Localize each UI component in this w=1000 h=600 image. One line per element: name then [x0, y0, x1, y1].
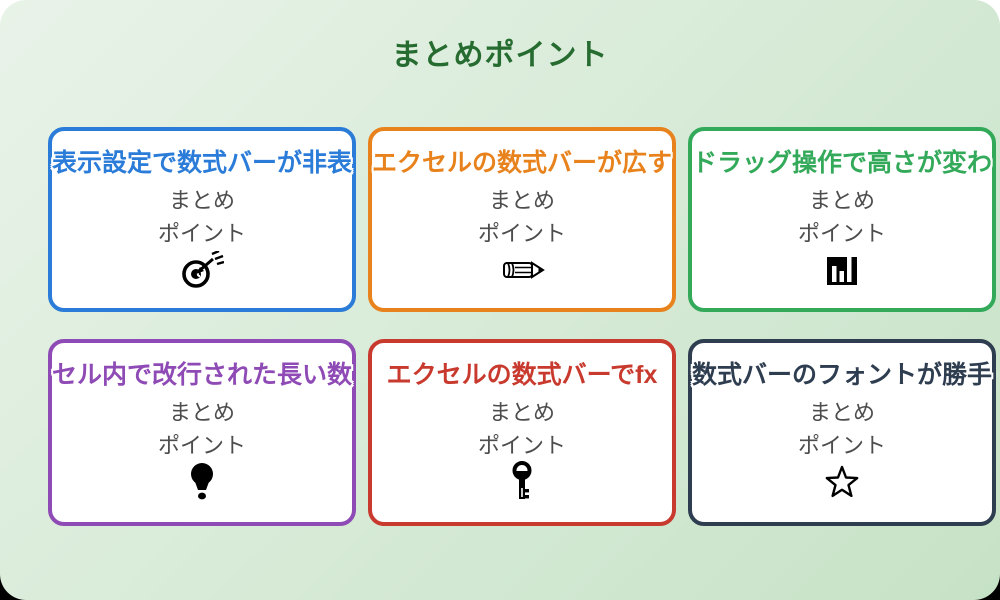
target-dart-icon: [52, 251, 352, 289]
summary-card-5: エクセルの数式バーでfx まとめ ポイント: [368, 339, 677, 526]
summary-card-1: 表示設定で数式バーが非表 まとめ ポイント: [48, 127, 357, 312]
card-body-line: ポイント: [798, 433, 887, 458]
card-body-line: まとめ: [809, 400, 876, 425]
pencil-icon: [372, 251, 672, 289]
card-title-row: セル内で改行された長い数: [52, 355, 352, 391]
summary-card-4: セル内で改行された長い数 まとめ ポイント: [48, 339, 357, 526]
card-title: ドラッグ操作で高さが変わ: [692, 149, 993, 177]
card-body-line: まとめ: [169, 400, 236, 425]
key-icon: [372, 461, 672, 501]
summary-card-6: 数式バーのフォントが勝手 まとめ ポイント: [688, 339, 997, 526]
card-title: エクセルの数式バーが広す: [372, 149, 673, 177]
card-title-row: 数式バーのフォントが勝手: [692, 355, 992, 391]
card-body-line: ポイント: [158, 221, 247, 246]
card-title-row: 表示設定で数式バーが非表: [52, 143, 352, 179]
card-title: 数式バーのフォントが勝手: [692, 361, 993, 389]
card-body-line: ポイント: [158, 433, 247, 458]
card-title: 表示設定で数式バーが非表: [52, 149, 353, 177]
card-body-line: まとめ: [489, 188, 556, 213]
card-title-row: ドラッグ操作で高さが変わ: [692, 143, 992, 179]
card-title-row: エクセルの数式バーが広す: [372, 143, 672, 179]
summary-card-2: エクセルの数式バーが広す まとめ ポイント: [368, 127, 677, 312]
card-body-line: ポイント: [798, 221, 887, 246]
lightbulb-icon: [52, 463, 352, 501]
card-body-line: まとめ: [489, 400, 556, 425]
card-grid: 表示設定で数式バーが非表 まとめ ポイント エクセルの数式バ: [48, 127, 997, 526]
page-title: まとめポイント: [391, 39, 609, 72]
card-body-line: まとめ: [809, 188, 876, 213]
card-title-row: エクセルの数式バーでfx: [372, 355, 672, 391]
card-body-line: ポイント: [478, 221, 567, 246]
card-body-line: ポイント: [478, 433, 567, 458]
star-icon: [692, 463, 992, 501]
card-title: セル内で改行された長い数: [52, 361, 353, 389]
bar-chart-icon: [692, 251, 992, 289]
summary-card-3: ドラッグ操作で高さが変わ まとめ ポイント: [688, 127, 997, 312]
card-body-line: まとめ: [169, 188, 236, 213]
card-title: エクセルの数式バーでfx: [386, 361, 658, 389]
